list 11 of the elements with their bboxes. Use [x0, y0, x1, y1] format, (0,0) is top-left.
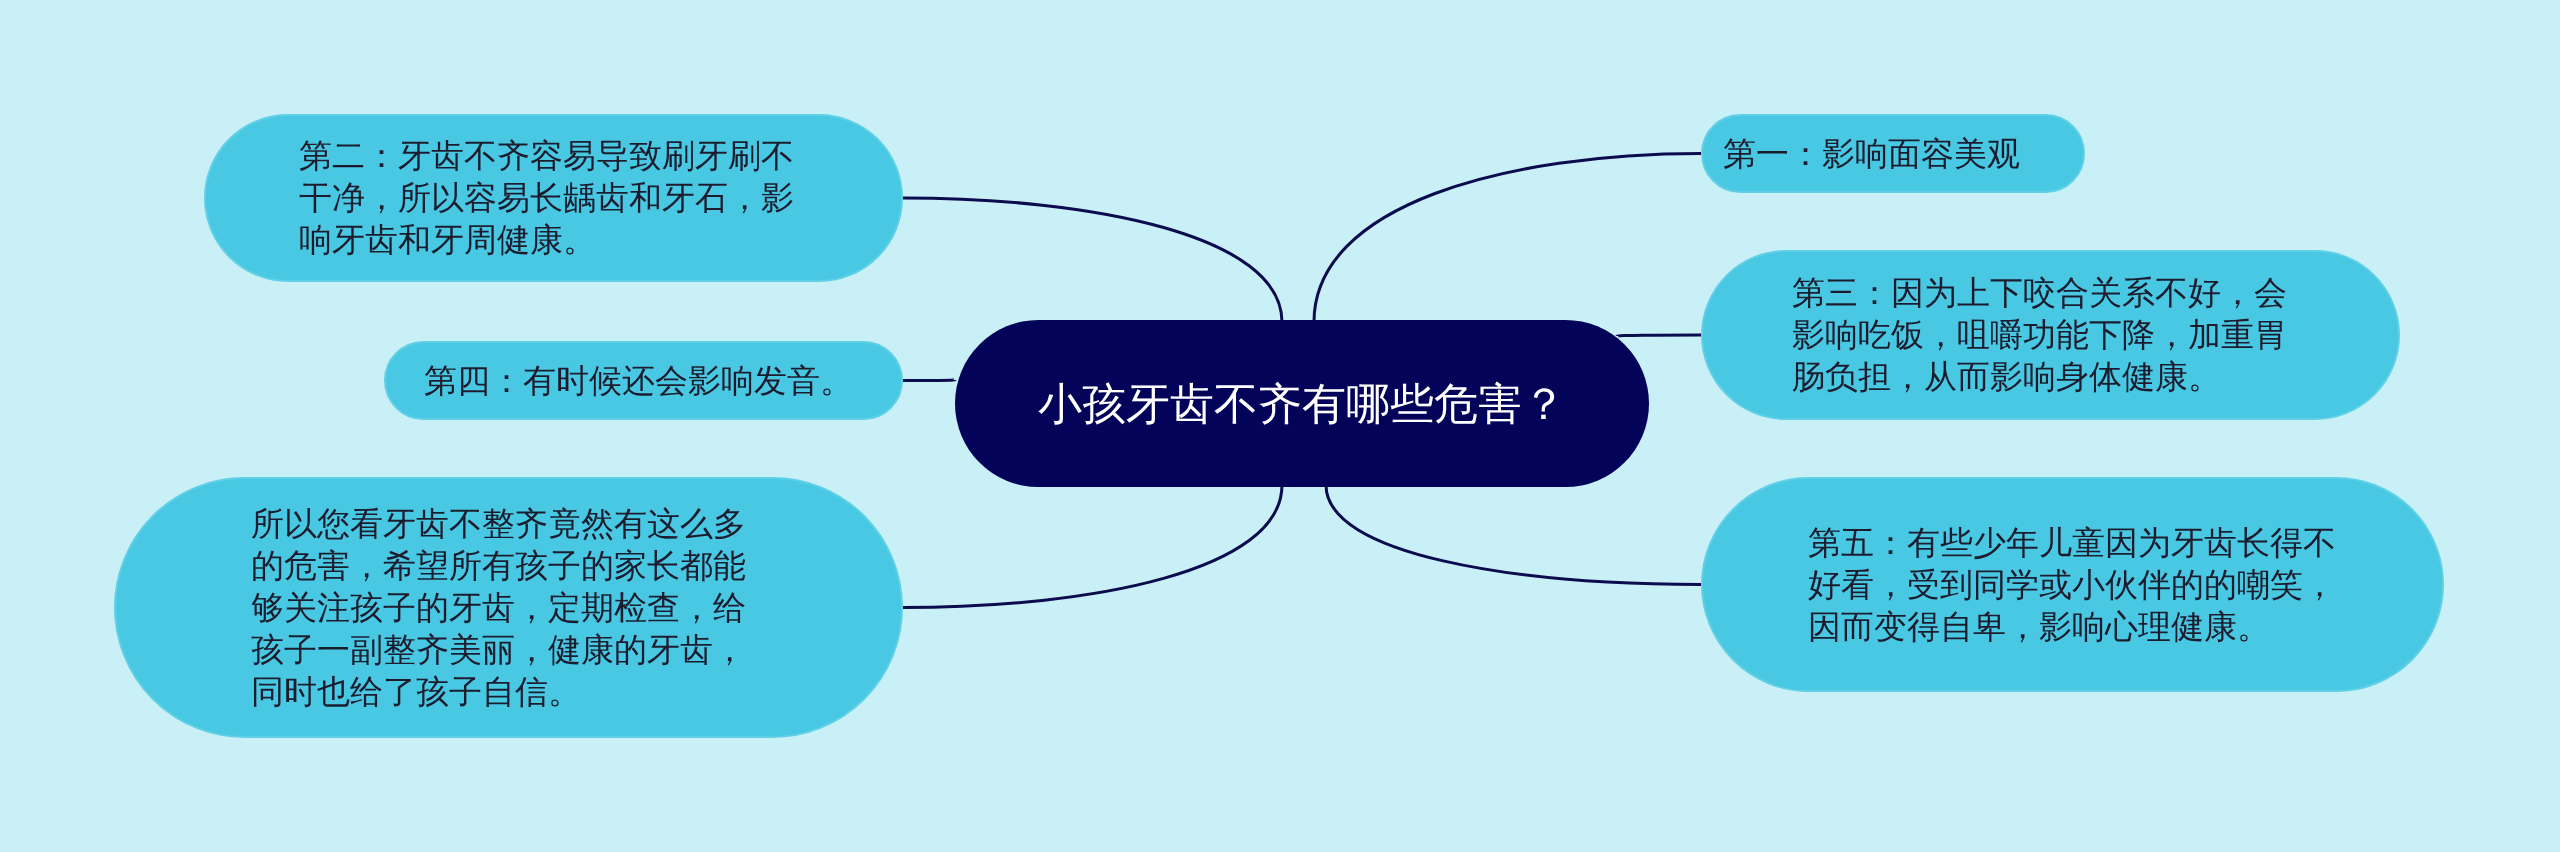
connector-line	[902, 196, 1284, 323]
connector-line	[903, 378, 956, 382]
topic-text: 第一：影响面容美观	[1723, 132, 2021, 175]
topic-text: 所以您看牙齿不整齐竟然有这么多的危害，希望所有孩子的家长都能够关注孩子的牙齿，定期检查，给孩子一副整齐美丽，健康的牙齿，同时也给了孩子自信。	[251, 502, 747, 713]
central-topic-text: 小孩牙齿不齐有哪些危害？	[1037, 376, 1567, 431]
topic-text: 第三：因为上下咬合关系不好，会影响吃饭，咀嚼功能下降，加重胃肠负担，从而影响身体健康。	[1791, 272, 2288, 398]
topic-text: 第四：有时候还会影响发音。	[423, 359, 854, 402]
connector-line	[1312, 152, 1702, 323]
topic-text: 第二：牙齿不齐容易导致刷牙刷不干净，所以容易长龋齿和牙石，影响牙齿和牙周健康。	[298, 135, 795, 261]
connector-line	[1616, 333, 1701, 338]
topic-text: 第五：有些少年儿童因为牙齿长得不好看，受到同学或小伙伴的的嘲笑，因而变得自卑，影响心理健康。	[1807, 521, 2337, 648]
